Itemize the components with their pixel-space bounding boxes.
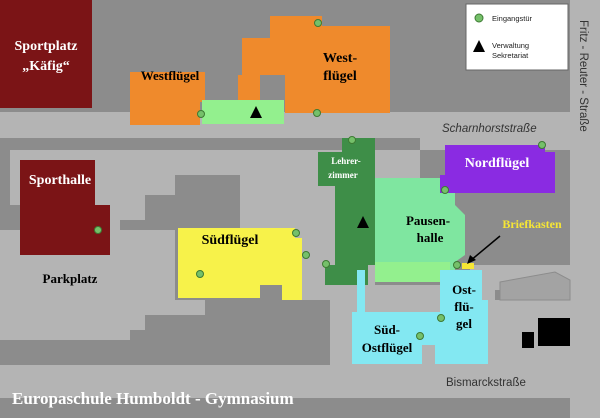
westfluegel-small-label: Westflügel xyxy=(141,68,200,83)
verwaltung-connector[interactable] xyxy=(202,100,284,124)
black-building-2 xyxy=(522,332,534,348)
entrance-icon[interactable] xyxy=(302,251,310,259)
suedost-fluegel[interactable] xyxy=(352,312,422,364)
entrance-icon[interactable] xyxy=(416,332,424,340)
legend-admin-label-1: Verwaltung xyxy=(492,41,529,50)
lehrerzimmer-label-bg xyxy=(318,152,372,186)
pausenhalle[interactable] xyxy=(375,178,465,270)
entrance-icon[interactable] xyxy=(313,109,321,117)
briefkasten-arrowhead xyxy=(467,255,476,264)
fritz-reuter-label: Fritz - Reuter - Straße xyxy=(577,20,589,132)
briefkasten-label: Briefkasten xyxy=(502,217,562,231)
pausenhalle-lower xyxy=(375,262,450,282)
parkplatz-label: Parkplatz xyxy=(43,271,98,286)
entrance-icon[interactable] xyxy=(437,314,445,322)
entrances xyxy=(94,19,546,340)
legend-admin-label-2: Sekretariat xyxy=(492,51,529,60)
sporthalle-label: Sporthalle xyxy=(29,173,91,188)
westfluegel-big-label-2: flügel xyxy=(323,69,357,84)
page-title: Europaschule Humboldt - Gymnasium xyxy=(12,389,294,408)
entrance-icon[interactable] xyxy=(348,136,356,144)
entrance-icon[interactable] xyxy=(197,110,205,118)
legend-box xyxy=(465,3,569,71)
verwaltung-marker-top xyxy=(250,106,262,118)
sporthalle[interactable] xyxy=(20,160,110,255)
sportplatz-kaefig[interactable] xyxy=(0,0,92,108)
suedost-label-2: Ostflügel xyxy=(362,340,413,355)
sportplatz-label-2: „Käfig“ xyxy=(22,59,69,74)
lehrerzimmer-label-2: zimmer xyxy=(328,170,357,180)
entrance-icon[interactable] xyxy=(314,19,322,27)
entrance-icon[interactable] xyxy=(538,141,546,149)
legend-entrance-label: Eingangstür xyxy=(492,14,533,23)
parking-hatch xyxy=(149,320,291,334)
black-building-1 xyxy=(538,318,570,346)
nordfluegel[interactable] xyxy=(440,145,555,193)
ostfluegel[interactable] xyxy=(422,270,488,364)
fritz-reuter-road xyxy=(570,0,600,418)
nordfluegel-label: Nordflügel xyxy=(465,156,530,171)
ostfluegel-label-3: gel xyxy=(456,316,472,331)
ostfluegel-label-1: Ost- xyxy=(452,282,476,297)
verwaltung-marker-lehrer xyxy=(357,216,369,228)
bismarckstrasse-label: Bismarckstraße xyxy=(446,377,526,389)
entrance-icon[interactable] xyxy=(441,186,449,194)
suedost-label-1: Süd- xyxy=(374,322,400,337)
parkplatz-area xyxy=(0,230,205,340)
suedost-connector xyxy=(357,270,365,315)
pausenhalle-label-1: Pausen- xyxy=(406,213,450,228)
briefkasten-marker[interactable] xyxy=(462,263,474,269)
entrance-icon[interactable] xyxy=(94,226,102,234)
entrance-icon[interactable] xyxy=(453,261,461,269)
legend: Eingangstür Verwaltung Sekretariat xyxy=(465,3,569,71)
sportplatz-label: Sportplatz xyxy=(15,39,78,54)
briefkasten-pointer xyxy=(469,235,501,262)
ostfluegel-label-2: flü- xyxy=(454,299,474,314)
westfluegel-big[interactable] xyxy=(238,16,390,113)
entrance-icon[interactable] xyxy=(196,270,204,278)
suedfluegel[interactable] xyxy=(178,228,302,300)
scharnhorststrasse-label: Scharnhorststraße xyxy=(442,123,537,135)
westfluegel-big-label-1: West- xyxy=(323,51,358,66)
suedfluegel-label: Südflügel xyxy=(202,233,259,248)
garages xyxy=(499,271,571,301)
bismarckstrasse-road xyxy=(0,365,600,398)
central-yard xyxy=(240,150,580,365)
lehrerzimmer-label-1: Lehrer- xyxy=(331,156,361,166)
westfluegel-small[interactable] xyxy=(130,72,205,125)
entrance-icon[interactable] xyxy=(322,260,330,268)
pausenhalle-label-2: halle xyxy=(417,230,444,245)
entrance-icon[interactable] xyxy=(292,229,300,237)
legend-admin-icon xyxy=(473,40,485,52)
legend-entrance-icon xyxy=(474,13,484,23)
